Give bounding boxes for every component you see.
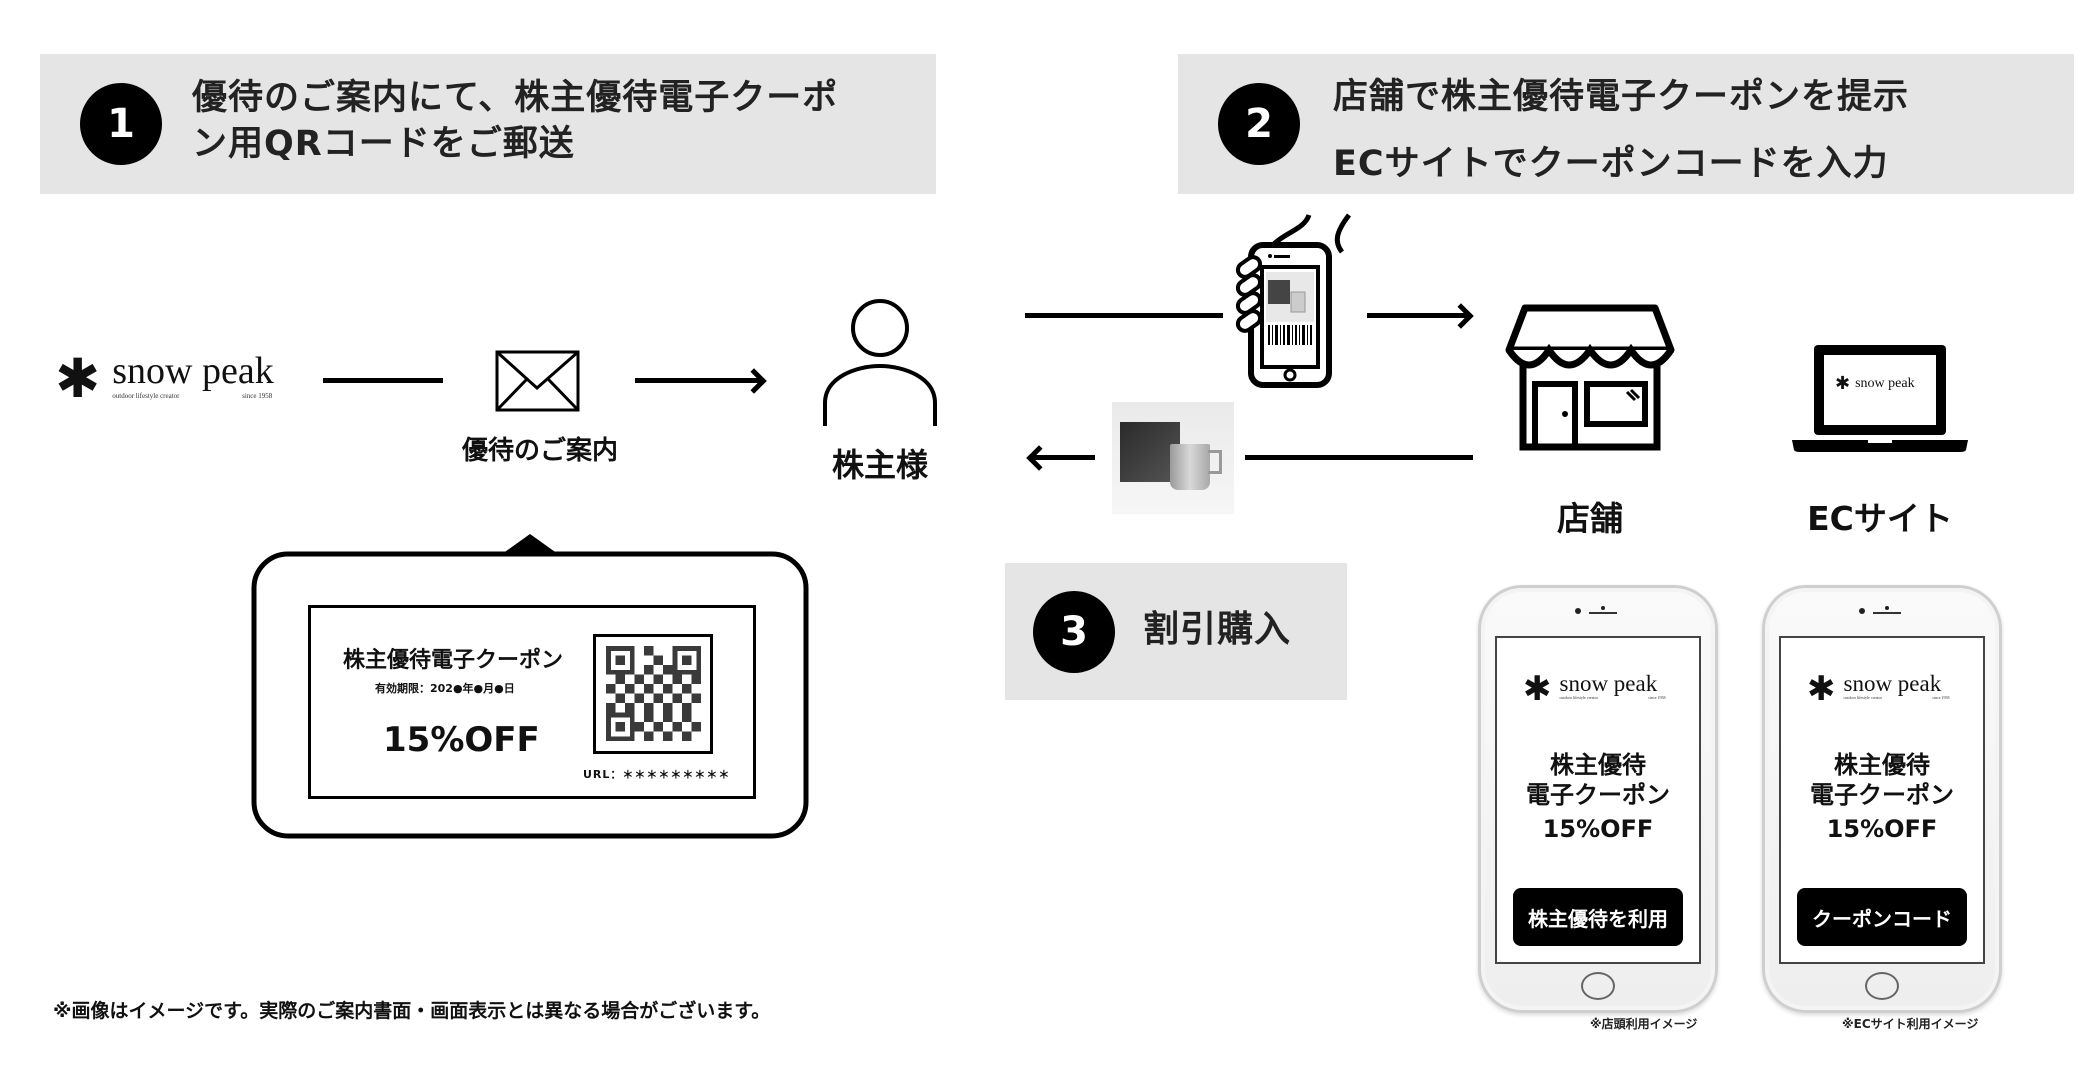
phone-logo: ✱ snow peak outdoor lifestyle creator si… [1807,672,1950,706]
laptop-icon [1792,345,1968,452]
snow-peak-brand: snow peak [1855,376,1915,391]
step-2-badge: 2 [1218,83,1300,165]
flow-line-shareholder-to-phone [1025,313,1223,318]
step-2-text: 店舗で株主優待電子クーポンを提示 ECサイトでクーポンコードを入力 [1333,64,1909,197]
step-2-line-1: 店舗で株主優待電子クーポンを提示 [1333,77,1910,117]
person-icon [823,299,937,426]
phone-line-2: 電子クーポン [1526,781,1670,809]
phone-coupon-text: 株主優待 電子クーポン 15%OFF [1497,750,1699,844]
qr-code-frame[interactable] [593,634,713,754]
step-1-badge: 1 [80,83,162,165]
snow-peak-star-icon: ✱ [55,347,101,410]
step-3-text: 割引購入 [1143,609,1292,650]
flow-line-mail-to-shareholder [635,378,760,383]
store-phone-caption: ※店頭利用イメージ [1590,1017,1698,1031]
coupon-title: 株主優待電子クーポン [343,648,564,673]
snow-peak-tagline: outdoor lifestyle creator [112,392,180,400]
snow-peak-tagline: outdoor lifestyle creator [1559,695,1598,700]
snow-peak-star-icon: ✱ [1835,373,1851,394]
ec-phone-mockup: ✱ snow peak outdoor lifestyle creator si… [1762,585,2002,1013]
use-benefit-button[interactable]: 株主優待を利用 [1513,888,1683,946]
home-button[interactable] [1865,972,1899,1000]
snow-peak-tagline: outdoor lifestyle creator [1843,695,1882,700]
phone-logo: ✱ snow peak outdoor lifestyle creator si… [1523,672,1666,706]
step-1-line-2: ン用QRコードをご郵送 [192,123,575,164]
step-1-text: 優待のご案内にて、株主優待電子クーポ ン用QRコードをご郵送 [192,76,838,167]
product-mug [1170,444,1210,490]
phone-coupon-text: 株主優待 電子クーポン 15%OFF [1781,750,1983,844]
phone-line-1: 株主優待 [1834,751,1930,779]
flow-line-phone-to-store [1367,313,1467,318]
qr-code-icon [606,646,701,741]
product-image [1112,402,1234,514]
coupon-discount: 15%OFF [383,720,540,760]
shareholder-label: 株主様 [831,446,928,484]
snow-peak-star-icon: ✱ [1807,669,1836,709]
product-mug-handle [1208,450,1222,474]
phone-camera-icon [1575,606,1617,614]
flow-line-product-to-shareholder [1030,455,1095,460]
coupon-code-button[interactable]: クーポンコード [1797,888,1967,946]
store-label: 店舗 [1557,499,1623,538]
ec-phone-caption: ※ECサイト利用イメージ [1842,1017,1979,1031]
phone-line-2: 電子クーポン [1810,781,1954,809]
phone-line-3: 15%OFF [1542,815,1654,843]
mail-label: 優待のご案内 [461,436,618,466]
phone-line-1: 株主優待 [1550,751,1646,779]
step-3-badge: 3 [1033,591,1115,673]
step-2-header: 2 店舗で株主優待電子クーポンを提示 ECサイトでクーポンコードを入力 [1178,54,2074,194]
snow-peak-logo: ✱ snow peak outdoor lifestyle creator si… [55,352,274,406]
snow-peak-sub: outdoor lifestyle creator since 1958 [1560,695,1666,700]
store-phone-screen: ✱ snow peak outdoor lifestyle creator si… [1495,636,1701,964]
envelope-icon [495,350,580,412]
ec-label: ECサイト [1807,499,1953,538]
footnote: ※画像はイメージです。実際のご案内書面・画面表示とは異なる場合がございます。 [53,1000,771,1022]
coupon-url: URL：＊＊＊＊＊＊＊＊＊ [583,768,731,781]
store-icon [1505,304,1675,451]
step-1-header: 1 優待のご案内にて、株主優待電子クーポ ン用QRコードをご郵送 [40,54,936,194]
step-1-line-1: 優待のご案内にて、株主優待電子クーポ [192,78,839,118]
hand-phone-icon [1235,213,1351,388]
arrow-right-icon [1448,303,1474,329]
snow-peak-since: since 1958 [1932,695,1950,700]
snow-peak-star-icon: ✱ [1523,669,1552,709]
snow-peak-brand: snow peak [1843,671,1942,696]
flow-line-logo-to-mail [323,378,443,383]
flow-line-store-to-product [1245,455,1473,460]
coupon-card: 株主優待電子クーポン 有効期限：202●年●月●日 15%OFF URL： [308,605,756,799]
coupon-expiry: 有効期限：202●年●月●日 [375,682,515,695]
snow-peak-brand: snow peak [112,350,274,392]
laptop-screen-logo: ✱ snow peak [1835,375,1915,393]
snow-peak-sub: outdoor lifestyle creator since 1958 [1844,695,1950,700]
step-2-line-2: ECサイトでクーポンコードを入力 [1333,143,1889,184]
home-button[interactable] [1581,972,1615,1000]
store-phone-mockup: ✱ snow peak outdoor lifestyle creator si… [1478,585,1718,1013]
snow-peak-sub: outdoor lifestyle creator since 1958 [112,392,272,400]
ec-phone-screen: ✱ snow peak outdoor lifestyle creator si… [1779,636,1985,964]
snow-peak-since: since 1958 [242,392,273,400]
phone-line-3: 15%OFF [1826,815,1938,843]
snow-peak-since: since 1958 [1648,695,1666,700]
arrow-left-icon [1026,445,1052,471]
snow-peak-brand: snow peak [1559,671,1658,696]
phone-camera-icon [1859,606,1901,614]
arrow-right-icon [741,368,767,394]
step-3-header: 3 割引購入 [1005,563,1347,700]
